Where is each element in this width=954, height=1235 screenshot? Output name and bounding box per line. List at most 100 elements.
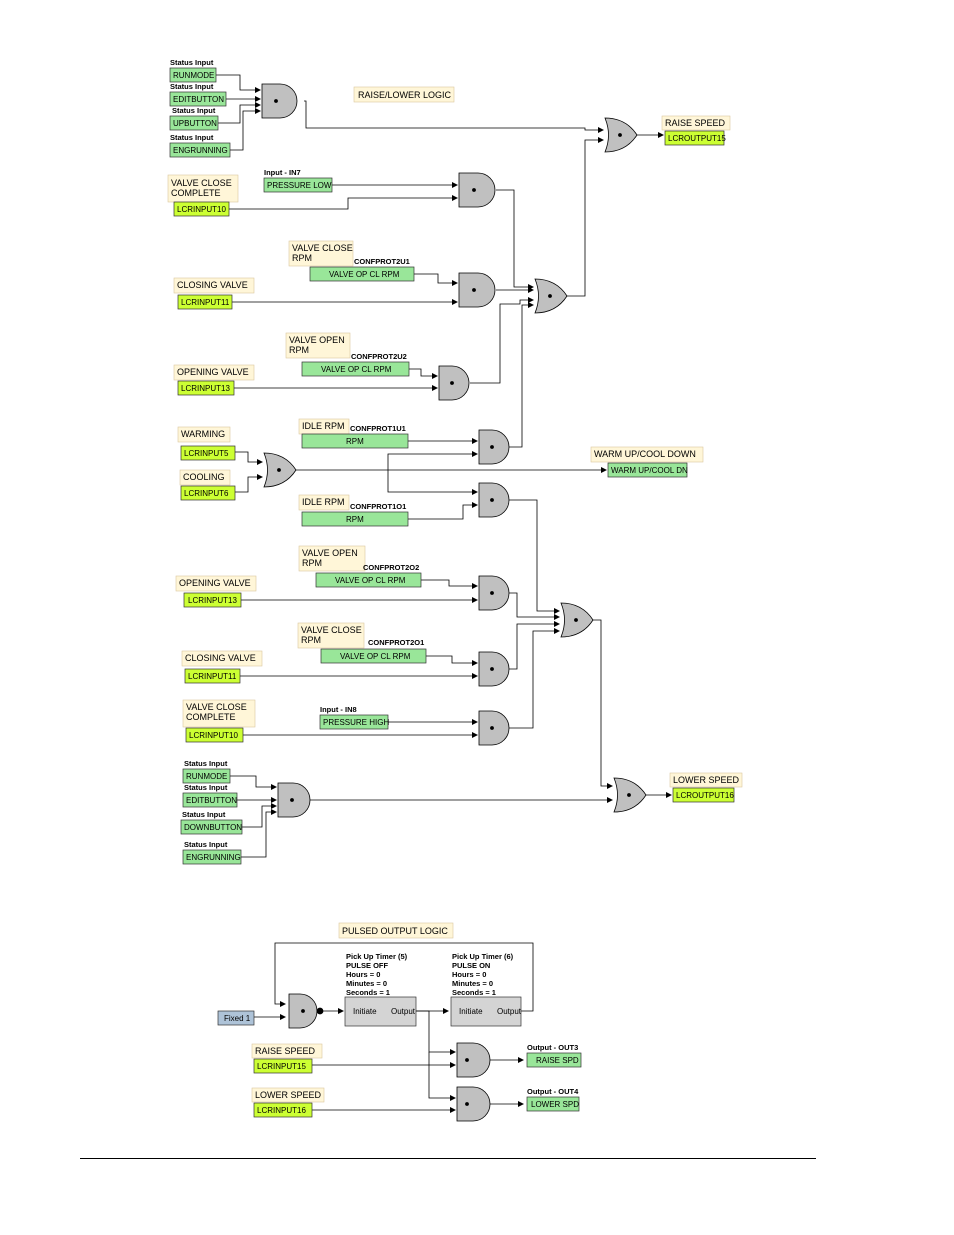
timer6-hours: Hours = 0 (452, 970, 486, 979)
note-idle-rpm (298, 494, 350, 511)
label-confprot1u1: CONFPROT1U1 (350, 424, 406, 433)
label-status-input: Status Input (182, 810, 226, 819)
text-idle-rpm: IDLE RPM (302, 421, 345, 431)
block-raise-spd (526, 1052, 582, 1068)
text-warming: WARMING (181, 429, 225, 439)
block-pressure-low (263, 177, 333, 193)
text-rpm: RPM (346, 515, 364, 524)
text-opening-valve: OPENING VALVE (179, 578, 251, 588)
block-lcrinput13 (177, 380, 235, 396)
block-lcrinput6 (180, 485, 236, 501)
block-lcrinput13 (183, 592, 242, 608)
text-upbutton: UPBUTTON (173, 119, 217, 128)
block-lcrinput5 (180, 445, 236, 461)
text-editbutton: EDITBUTTON (173, 95, 224, 104)
block-valve-op-cl-rpm (315, 572, 422, 588)
block-runmode (169, 67, 217, 83)
timer5-seconds: Seconds = 1 (346, 988, 390, 997)
text-pressure-high: PRESSURE HIGH (323, 718, 389, 727)
note-lower-speed (251, 1087, 325, 1103)
text-engrunning: ENGRUNNING (186, 853, 241, 862)
timer5-output: Output (391, 1007, 416, 1016)
text-idle-rpm: IDLE RPM (302, 497, 345, 507)
note-valve-close-rpm (297, 622, 365, 649)
text-rpm: RPM (346, 437, 364, 446)
block-lcrinput10 (173, 201, 230, 217)
text-lcrinput15: LCRINPUT15 (257, 1062, 306, 1071)
note-closing-valve (173, 277, 255, 294)
block-valve-op-cl-rpm (320, 648, 427, 664)
note-raise-lower-logic (353, 86, 455, 103)
text-lower-speed: LOWER SPEED (673, 775, 740, 785)
and-gate-inverted (288, 993, 324, 1029)
text-warm-up-cool-dn: WARM UP/COOL DN (611, 466, 688, 475)
text-raise-speed: RAISE SPEED (665, 118, 726, 128)
timer5-title: Pick Up Timer (5) (346, 952, 408, 961)
pickup-timer-6 (450, 996, 522, 1027)
or-gate (613, 777, 647, 813)
text-engrunning: ENGRUNNING (173, 146, 228, 155)
and-gate (478, 429, 510, 465)
text-lcrinput11: LCRINPUT11 (181, 298, 230, 307)
block-downbutton (180, 819, 243, 835)
label-status-input: Status Input (184, 783, 228, 792)
or-gate (604, 117, 638, 153)
or-gate (534, 278, 568, 314)
block-editbutton (182, 792, 238, 808)
block-lcrinput11 (177, 294, 233, 310)
text-lcrinput13: LCRINPUT13 (181, 384, 230, 393)
note-valve-open-rpm (285, 332, 351, 359)
block-pressure-high (319, 714, 389, 730)
text-lcrinput10: LCRINPUT10 (177, 205, 226, 214)
timer6-seconds: Seconds = 1 (452, 988, 496, 997)
text-closing-valve: CLOSING VALVE (177, 280, 248, 290)
block-upbutton (169, 115, 219, 131)
timer6-output: Output (497, 1007, 522, 1016)
label-input-in7: Input - IN7 (264, 168, 301, 177)
text-valve-op-cl-rpm: VALVE OP CL RPM (340, 652, 411, 661)
block-engrunning (182, 849, 242, 865)
text-editbutton: EDITBUTTON (186, 796, 237, 805)
timer6-minutes: Minutes = 0 (452, 979, 493, 988)
text-cooling: COOLING (183, 472, 225, 482)
note-boxes (167, 86, 743, 1103)
block-lcroutput16 (672, 787, 735, 803)
label-status-input: Status Input (184, 759, 228, 768)
text-runmode: RUNMODE (186, 772, 227, 781)
note-raise-speed (251, 1043, 323, 1059)
label-status-input: Status Input (170, 58, 214, 67)
label-status-input: Status Input (170, 82, 214, 91)
and-gate (438, 365, 470, 401)
and-gate (277, 782, 311, 818)
note-valve-close-complete (182, 699, 256, 728)
logic-gates (261, 83, 647, 1122)
text-closing-valve: CLOSING VALVE (185, 653, 256, 663)
label-confprot2o2: CONFPROT2O2 (363, 563, 419, 572)
text-pulsed-output-logic: PULSED OUTPUT LOGIC (342, 926, 448, 936)
text-downbutton: DOWNBUTTON (184, 823, 242, 832)
text-raise-spd: RAISE SPD (536, 1056, 579, 1065)
timer5-hours: Hours = 0 (346, 970, 380, 979)
block-lcroutput15 (664, 130, 725, 146)
wires (216, 74, 672, 1113)
note-opening-valve (175, 575, 257, 592)
text-valve-op-cl-rpm: VALVE OP CL RPM (329, 270, 400, 279)
timer5-minutes: Minutes = 0 (346, 979, 387, 988)
and-gate (456, 1086, 491, 1122)
timer5-name: PULSE OFF (346, 961, 389, 970)
text-lcrinput6: LCRINPUT6 (184, 489, 229, 498)
text-warm-up-cool-down: WARM UP/COOL DOWN (594, 449, 696, 459)
text-runmode: RUNMODE (173, 71, 214, 80)
note-opening-valve (173, 364, 255, 381)
text-valve-op-cl-rpm: VALVE OP CL RPM (321, 365, 392, 374)
block-lcrinput10 (185, 727, 244, 743)
block-runmode (182, 768, 231, 784)
text-lcrinput5: LCRINPUT5 (184, 449, 229, 458)
note-warming (177, 426, 231, 443)
timer5-initiate: Initiate (353, 1007, 377, 1016)
